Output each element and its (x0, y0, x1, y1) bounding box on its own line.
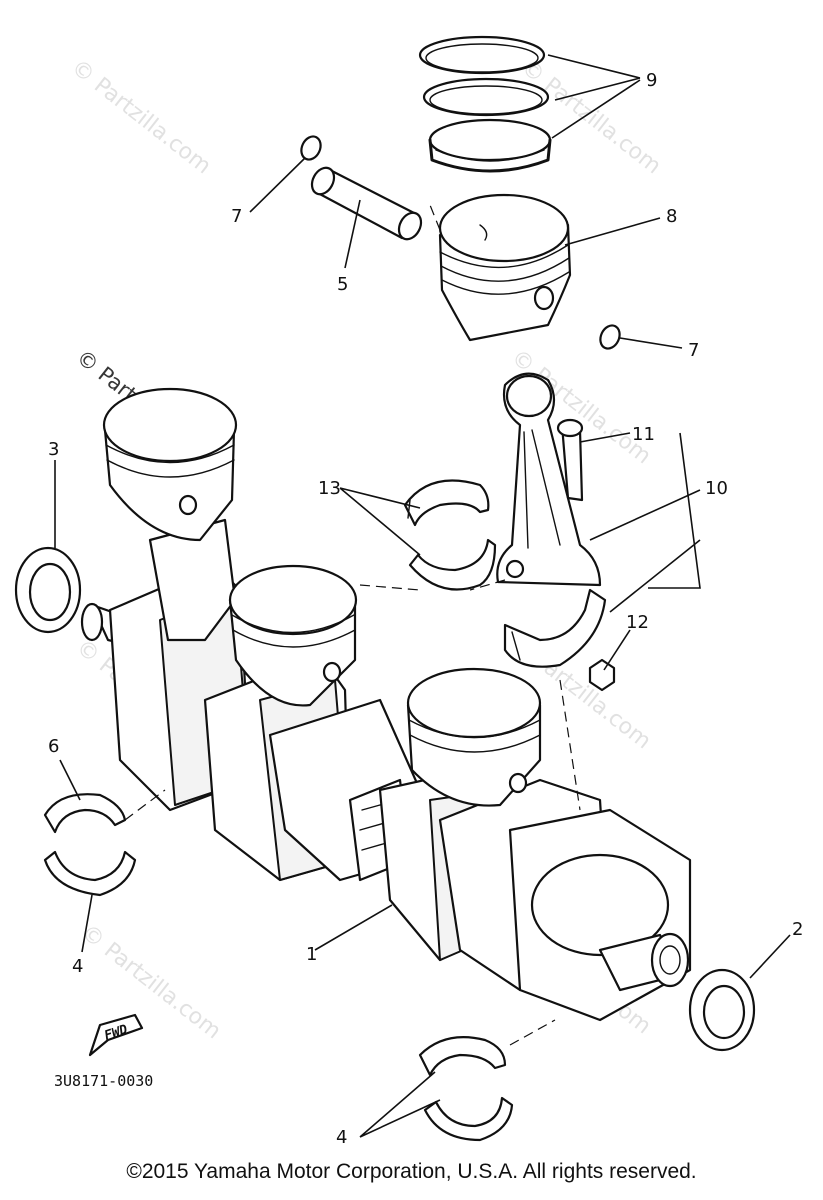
main-bearing-left-upper (43, 793, 127, 834)
callout-3: 3 (48, 439, 59, 460)
watermark-2: © Partzilla.com (516, 55, 665, 179)
main-bearing-bottom-lower (423, 1096, 514, 1142)
assembled-piston-2 (228, 564, 358, 707)
fwd-label: FWD (103, 1022, 130, 1044)
rod-bearing-upper (403, 479, 490, 527)
watermark-1: © Partzilla.com (66, 55, 215, 179)
main-bearing-left-lower (43, 850, 137, 897)
callout-2: 2 (792, 919, 803, 940)
assembled-piston-1 (102, 387, 238, 642)
callout-7-right: 7 (688, 340, 699, 361)
callout-7-top: 7 (231, 206, 242, 227)
callout-5: 5 (337, 274, 348, 295)
piston-pin-clip-top (300, 135, 322, 161)
rod-bearing-lower (408, 538, 497, 591)
callout-1: 1 (306, 944, 317, 965)
callout-12: 12 (626, 612, 649, 633)
callout-13: 13 (318, 478, 341, 499)
leader-lines (54, 54, 791, 1138)
fwd-arrow: FWD (88, 1013, 144, 1057)
callout-4-bottom: 4 (336, 1127, 347, 1148)
diagram-part-code: 3U8171-0030 (54, 1072, 153, 1090)
callout-8: 8 (666, 206, 677, 227)
callout-6: 6 (48, 736, 59, 757)
connecting-rod (496, 372, 602, 587)
rod-cap (503, 588, 607, 668)
crankshaft (80, 563, 692, 1022)
main-bearing-bottom-upper (418, 1036, 507, 1077)
piston-pin-clip-right (599, 324, 621, 350)
callout-11: 11 (632, 424, 655, 445)
piston-pin (310, 166, 423, 241)
piston-rings (418, 35, 552, 173)
rod-nut (588, 658, 616, 692)
piston-exploded (438, 193, 572, 342)
oil-seal-right (688, 968, 756, 1052)
assembled-piston-3 (406, 667, 542, 807)
callout-10: 10 (705, 478, 728, 499)
callouts: 9 7 5 8 7 3 13 11 10 12 6 4 1 2 4 (48, 70, 803, 1148)
callout-9: 9 (646, 70, 657, 91)
assembly-lines (124, 204, 581, 1046)
callout-4-left: 4 (72, 956, 83, 977)
oil-seal-left (14, 546, 82, 634)
rod-bolt (556, 418, 584, 502)
copyright-notice: ©2015 Yamaha Motor Corporation, U.S.A. A… (126, 1160, 697, 1183)
